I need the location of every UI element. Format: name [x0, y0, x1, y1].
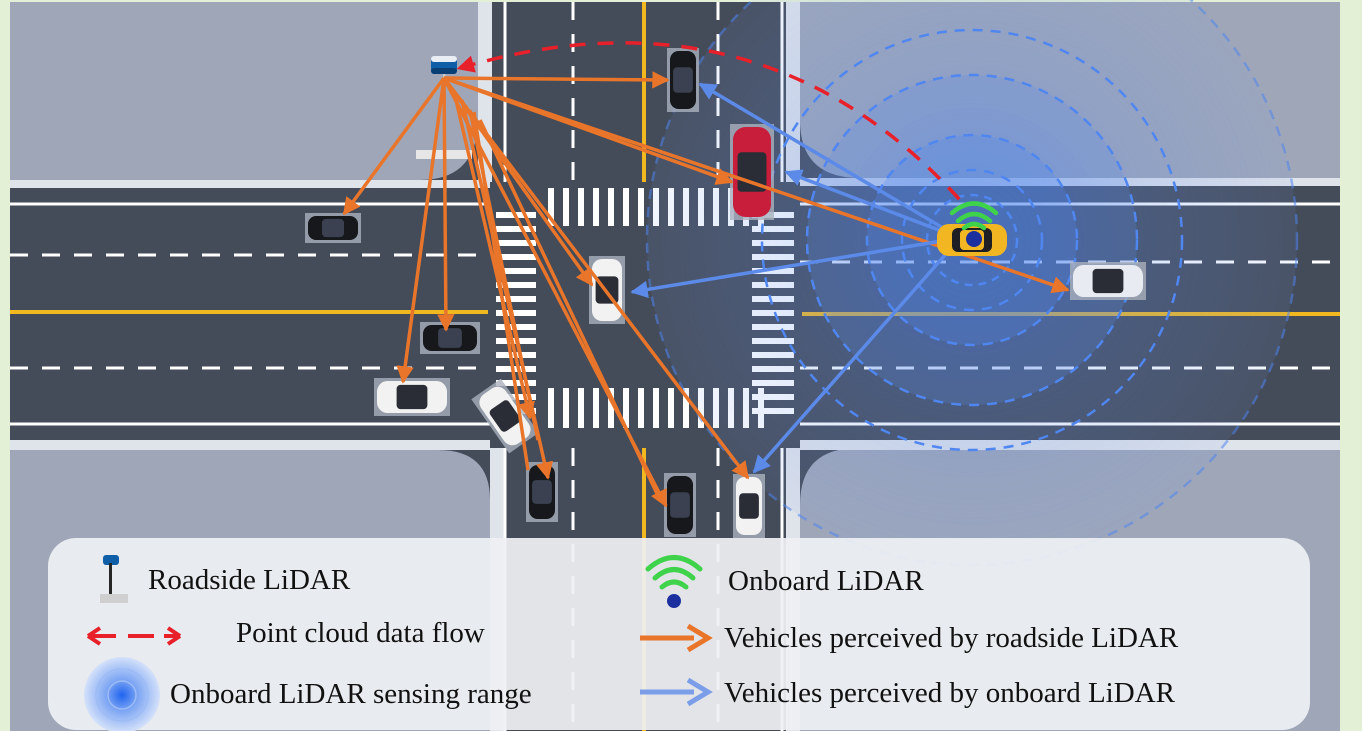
- block-top-left: [10, 2, 478, 180]
- concentric-circles-icon: [84, 657, 160, 731]
- orange-arrow-icon: [640, 623, 713, 653]
- roadside-arrow: [396, 77, 446, 384]
- car-left-white: [374, 378, 450, 416]
- roadside-arrow: [472, 111, 530, 471]
- car-bottom-white: [733, 474, 765, 538]
- vehicles: [305, 48, 1146, 538]
- legend-perceived-roadside: Vehicles perceived by roadside LiDAR: [724, 622, 1179, 654]
- legend: Roadside LiDAR Point cloud data flow Onb…: [48, 538, 1310, 731]
- car-bottom-black-2: [664, 473, 696, 537]
- blue-arrow-icon: [640, 677, 713, 707]
- onboard-lidar-dot: [667, 594, 681, 608]
- onboard-arrow: [784, 169, 961, 240]
- roadside-lidar-icon: [100, 555, 128, 603]
- roadside-arrow: [342, 76, 446, 216]
- car-left-black-1: [305, 213, 361, 243]
- car-bottom-black-1: [526, 462, 558, 522]
- car-top-lane-black: [667, 48, 699, 112]
- point-cloud-data-flow: [456, 41, 962, 202]
- wifi-icon: [645, 555, 703, 590]
- roadside-arrow: [437, 77, 455, 332]
- legend-sensing-range: Onboard LiDAR sensing range: [170, 678, 532, 710]
- car-left-black-2: [420, 322, 480, 354]
- onboard-arrow: [698, 82, 961, 240]
- wifi-icon: [949, 201, 999, 231]
- legend-roadside-lidar: Roadside LiDAR: [148, 564, 351, 596]
- car-red: [730, 124, 774, 220]
- roadside-arrow: [443, 71, 670, 89]
- roadside-arrow: [442, 76, 750, 480]
- legend-perceived-onboard: Vehicles perceived by onboard LiDAR: [724, 677, 1176, 709]
- car-right-white: [1070, 262, 1146, 300]
- onboard-arrow: [752, 236, 962, 474]
- roadside-arrow: [454, 99, 535, 420]
- legend-onboard-lidar: Onboard LiDAR: [728, 565, 924, 597]
- dashed-double-arrow-icon: [86, 626, 182, 646]
- onboard-arrow: [630, 236, 961, 299]
- onboard-perception-arrows: [630, 82, 962, 474]
- roadside-arrow: [478, 119, 662, 501]
- ego-vehicle: [937, 224, 1007, 256]
- legend-point-cloud-flow: Point cloud data flow: [236, 617, 485, 649]
